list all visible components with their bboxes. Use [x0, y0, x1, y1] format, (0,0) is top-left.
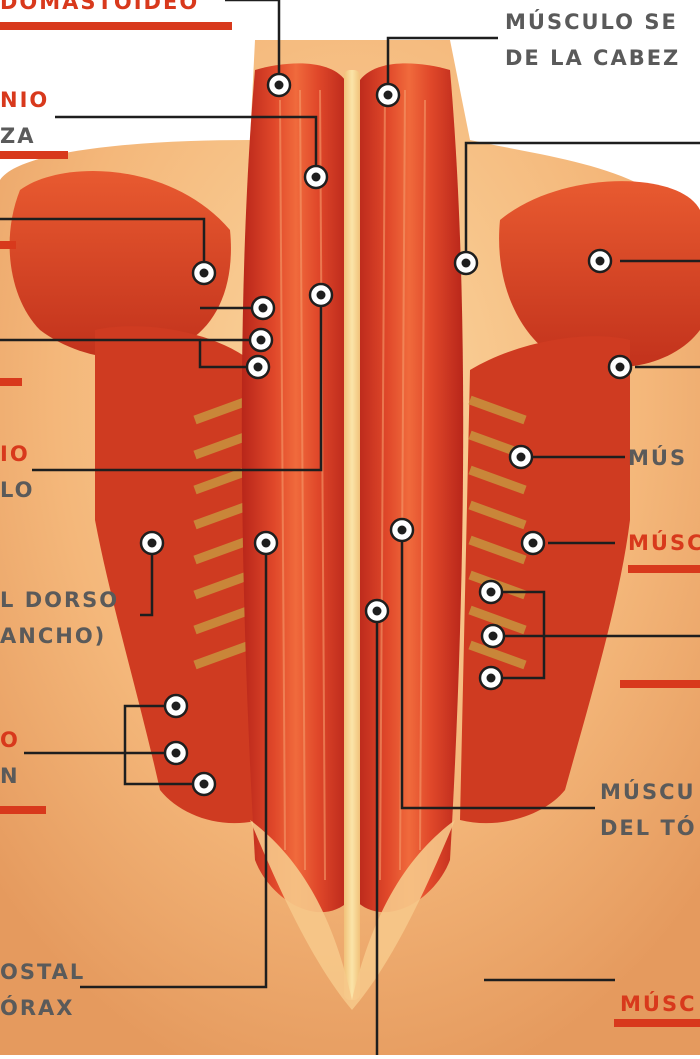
label-torax-line1: MÚSCU — [600, 778, 696, 806]
marker — [310, 284, 332, 306]
marker — [250, 329, 272, 351]
label-musculo-right-1: MÚS — [628, 444, 687, 472]
marker — [165, 742, 187, 764]
marker — [305, 166, 327, 188]
label-iliocostal-cuello-line1: IO — [0, 440, 30, 468]
label-iliocostal-torax-line2: ÓRAX — [0, 994, 74, 1022]
label-esplenio-line1: NIO — [0, 86, 49, 114]
marker — [193, 773, 215, 795]
marker — [391, 519, 413, 541]
marker — [510, 446, 532, 468]
marker — [589, 250, 611, 272]
marker — [480, 667, 502, 689]
left-erector-spinae — [242, 63, 350, 912]
label-semiespinoso-line1: MÚSCULO SE — [505, 8, 678, 36]
marker — [455, 252, 477, 274]
label-iliocostal-cuello-line2: LO — [0, 476, 35, 504]
marker — [247, 356, 269, 378]
label-esplenio-line2: ZA — [0, 122, 35, 150]
label-musculo-right-2: MÚSC — [628, 529, 700, 557]
label-oblicuo-line1: O — [0, 726, 20, 754]
marker — [377, 84, 399, 106]
marker — [252, 297, 274, 319]
label-semiespinoso-line2: DE LA CABEZ — [505, 44, 680, 72]
label-dorso-line1: L DORSO — [0, 586, 119, 614]
marker — [522, 532, 544, 554]
label-esternocleidomastoideo: DOMASTOIDEO — [0, 0, 199, 16]
marker — [480, 581, 502, 603]
label-dorso-line2: ANCHO) — [0, 622, 106, 650]
marker — [141, 532, 163, 554]
label-musculo-right-bottom: MÚSC — [620, 990, 697, 1018]
spine — [344, 70, 360, 1000]
marker — [268, 74, 290, 96]
marker — [366, 600, 388, 622]
label-torax-line2: DEL TÓ — [600, 814, 697, 842]
right-erector-spinae — [355, 63, 463, 912]
label-oblicuo-line2: N — [0, 762, 20, 790]
marker — [609, 356, 631, 378]
marker — [482, 625, 504, 647]
marker — [255, 532, 277, 554]
label-iliocostal-torax-line1: OSTAL — [0, 958, 85, 986]
marker — [165, 695, 187, 717]
marker — [193, 262, 215, 284]
